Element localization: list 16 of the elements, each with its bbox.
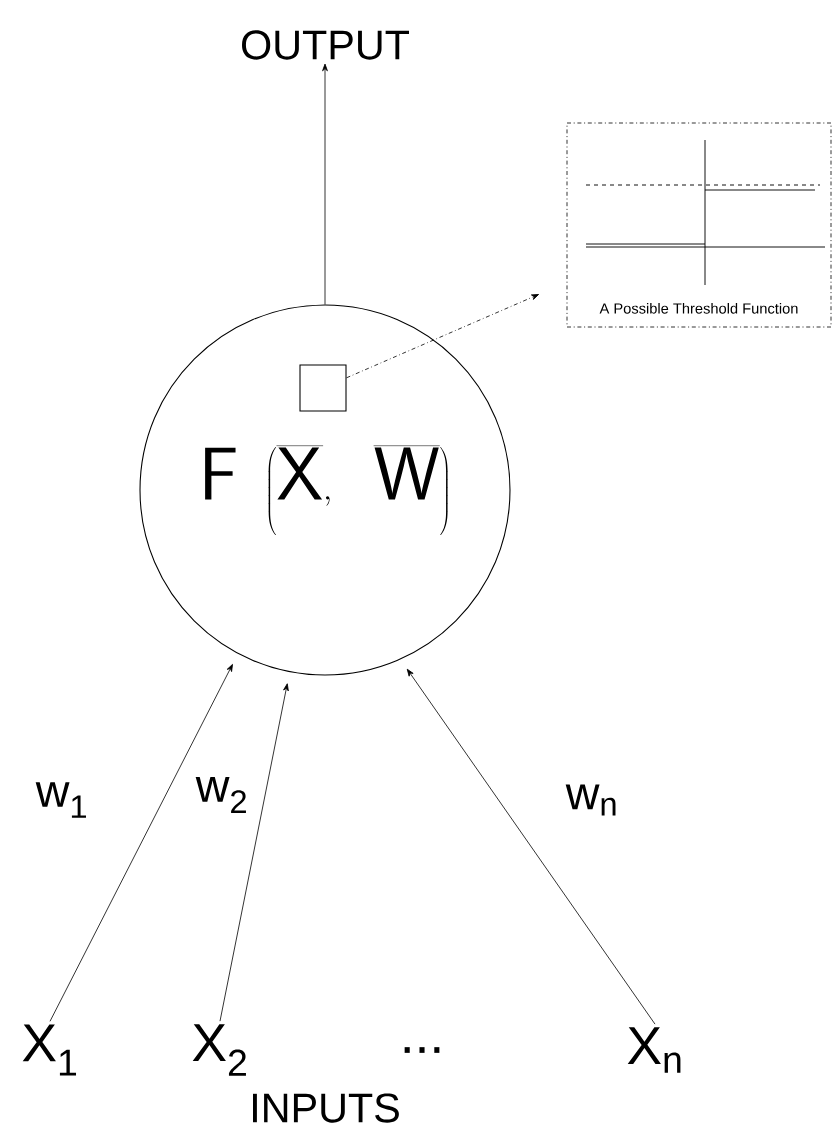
node-label: OUTPUT bbox=[242, 30, 409, 60]
arrow bbox=[406, 668, 656, 1025]
arrow bbox=[346, 294, 539, 379]
node-label: X$_{2}$ bbox=[192, 1024, 246, 1076]
text-label: ... bbox=[404, 1047, 440, 1053]
arrow bbox=[219, 683, 289, 1022]
arrow bbox=[49, 664, 233, 1022]
edge-label: w$_{1}$ bbox=[34, 780, 90, 820]
node-label: X$_{n}$ bbox=[627, 1027, 681, 1073]
threshold-panel: A Possible Threshold Function bbox=[566, 122, 832, 328]
text-label: INPUTS bbox=[253, 1093, 399, 1123]
arrow bbox=[322, 63, 328, 305]
square-symbol bbox=[299, 364, 347, 412]
edge-label: w$_{n}$ bbox=[564, 783, 620, 817]
edge-label: w$_{2}$ bbox=[194, 775, 250, 815]
node-label: X$_{1}$ bbox=[22, 1024, 76, 1076]
